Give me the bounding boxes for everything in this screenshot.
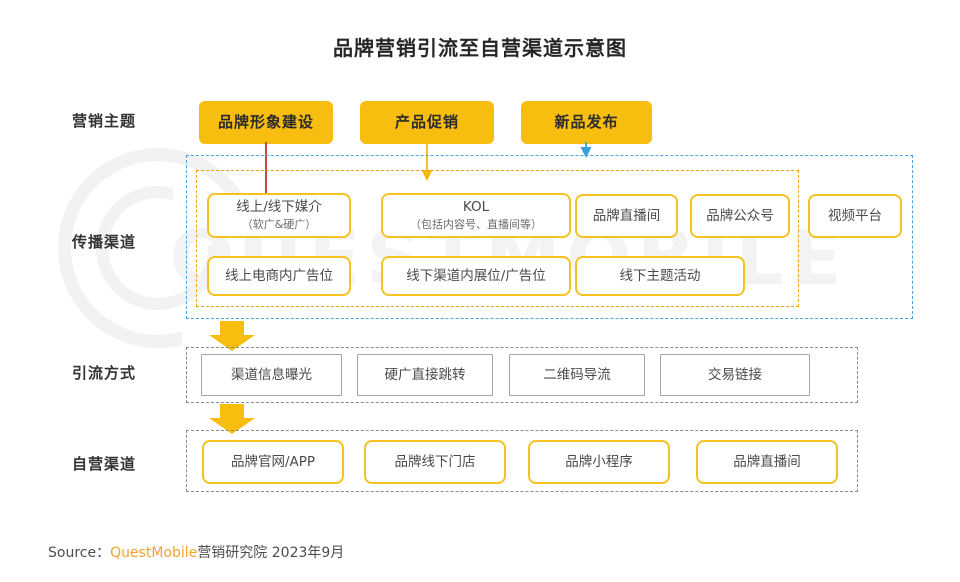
method-box-direct-ad-jump-label: 硬广直接跳转 [384,366,466,383]
theme-box-brand-image-label: 品牌形象建设 [217,113,314,132]
method-box-channel-exposure[interactable]: 渠道信息曝光 [201,354,342,396]
channel-box-online-offline-media-label: 线上/线下媒介 [236,199,322,216]
method-box-direct-ad-jump[interactable]: 硬广直接跳转 [357,354,493,396]
theme-box-product-promotion[interactable]: 产品促销 [360,101,494,144]
method-box-channel-exposure-label: 渠道信息曝光 [231,366,312,383]
channel-box-brand-livestream[interactable]: 品牌直播间 [575,194,678,238]
channel-box-kol-label: KOL [462,199,490,216]
channel-box-kol[interactable]: KOL （包括内容号、直播间等） [381,193,571,238]
owned-box-brand-mini-program[interactable]: 品牌小程序 [528,440,670,484]
traffic-method-container [186,347,858,403]
channel-box-online-offline-media-sub: （软广&硬广） [241,218,317,232]
communication-channel-inner-container [196,170,799,307]
channel-box-offline-theme-event-label: 线下主题活动 [619,267,701,284]
row-label-communication-channel: 传播渠道 [72,233,137,251]
row-label-traffic-method: 引流方式 [72,364,137,382]
row-label-marketing-theme: 营销主题 [72,112,137,130]
method-box-transaction-link-label: 交易链接 [708,366,762,383]
owned-box-brand-livestream-label: 品牌直播间 [733,453,801,470]
arrow-newproduct-to-channels-head [580,147,592,158]
theme-box-new-product-launch[interactable]: 新品发布 [521,101,652,144]
owned-box-brand-website-app[interactable]: 品牌官网/APP [202,440,344,484]
source-suffix: 营销研究院 2023年9月 [197,545,345,561]
source-line: Source：QuestMobile营销研究院 2023年9月 [48,542,344,562]
source-brand: QuestMobile [110,545,198,561]
block-arrow-method-to-owned [209,404,255,434]
owned-box-brand-offline-store[interactable]: 品牌线下门店 [364,440,506,484]
channel-box-ecommerce-ad-slot[interactable]: 线上电商内广告位 [207,256,351,296]
channel-box-brand-livestream-label: 品牌直播间 [592,207,661,224]
theme-box-product-promotion-label: 产品促销 [394,113,459,132]
channel-box-offline-theme-event[interactable]: 线下主题活动 [575,256,745,296]
channel-box-offline-booth-ad[interactable]: 线下渠道内展位/广告位 [381,256,571,296]
block-arrow-channel-to-method [209,321,255,351]
channel-box-brand-official-account-label: 品牌公众号 [706,207,774,224]
arrow-promotion-to-kol-head [421,170,433,181]
owned-box-brand-website-app-label: 品牌官网/APP [230,453,316,470]
method-box-transaction-link[interactable]: 交易链接 [660,354,810,396]
channel-box-online-offline-media[interactable]: 线上/线下媒介 （软广&硬广） [207,193,351,238]
owned-box-brand-livestream[interactable]: 品牌直播间 [696,440,838,484]
channel-box-kol-sub: （包括内容号、直播间等） [410,218,542,232]
page-title: 品牌营销引流至自营渠道示意图 [333,36,627,60]
channel-box-video-platform-label: 视频平台 [828,207,882,224]
channel-box-brand-official-account[interactable]: 品牌公众号 [690,194,790,238]
theme-box-new-product-launch-label: 新品发布 [554,113,619,132]
method-box-qrcode-traffic[interactable]: 二维码导流 [509,354,645,396]
owned-box-brand-mini-program-label: 品牌小程序 [565,453,633,470]
row-label-owned-channel: 自营渠道 [72,455,137,473]
channel-box-video-platform[interactable]: 视频平台 [808,194,902,238]
channel-box-offline-booth-ad-label: 线下渠道内展位/广告位 [406,267,546,284]
owned-box-brand-offline-store-label: 品牌线下门店 [394,453,476,470]
method-box-qrcode-traffic-label: 二维码导流 [543,366,611,383]
source-prefix: Source： [48,545,111,561]
channel-box-ecommerce-ad-slot-label: 线上电商内广告位 [225,267,333,284]
owned-channel-container [186,430,858,492]
theme-box-brand-image[interactable]: 品牌形象建设 [199,101,333,144]
communication-channel-outer-container [186,155,913,319]
